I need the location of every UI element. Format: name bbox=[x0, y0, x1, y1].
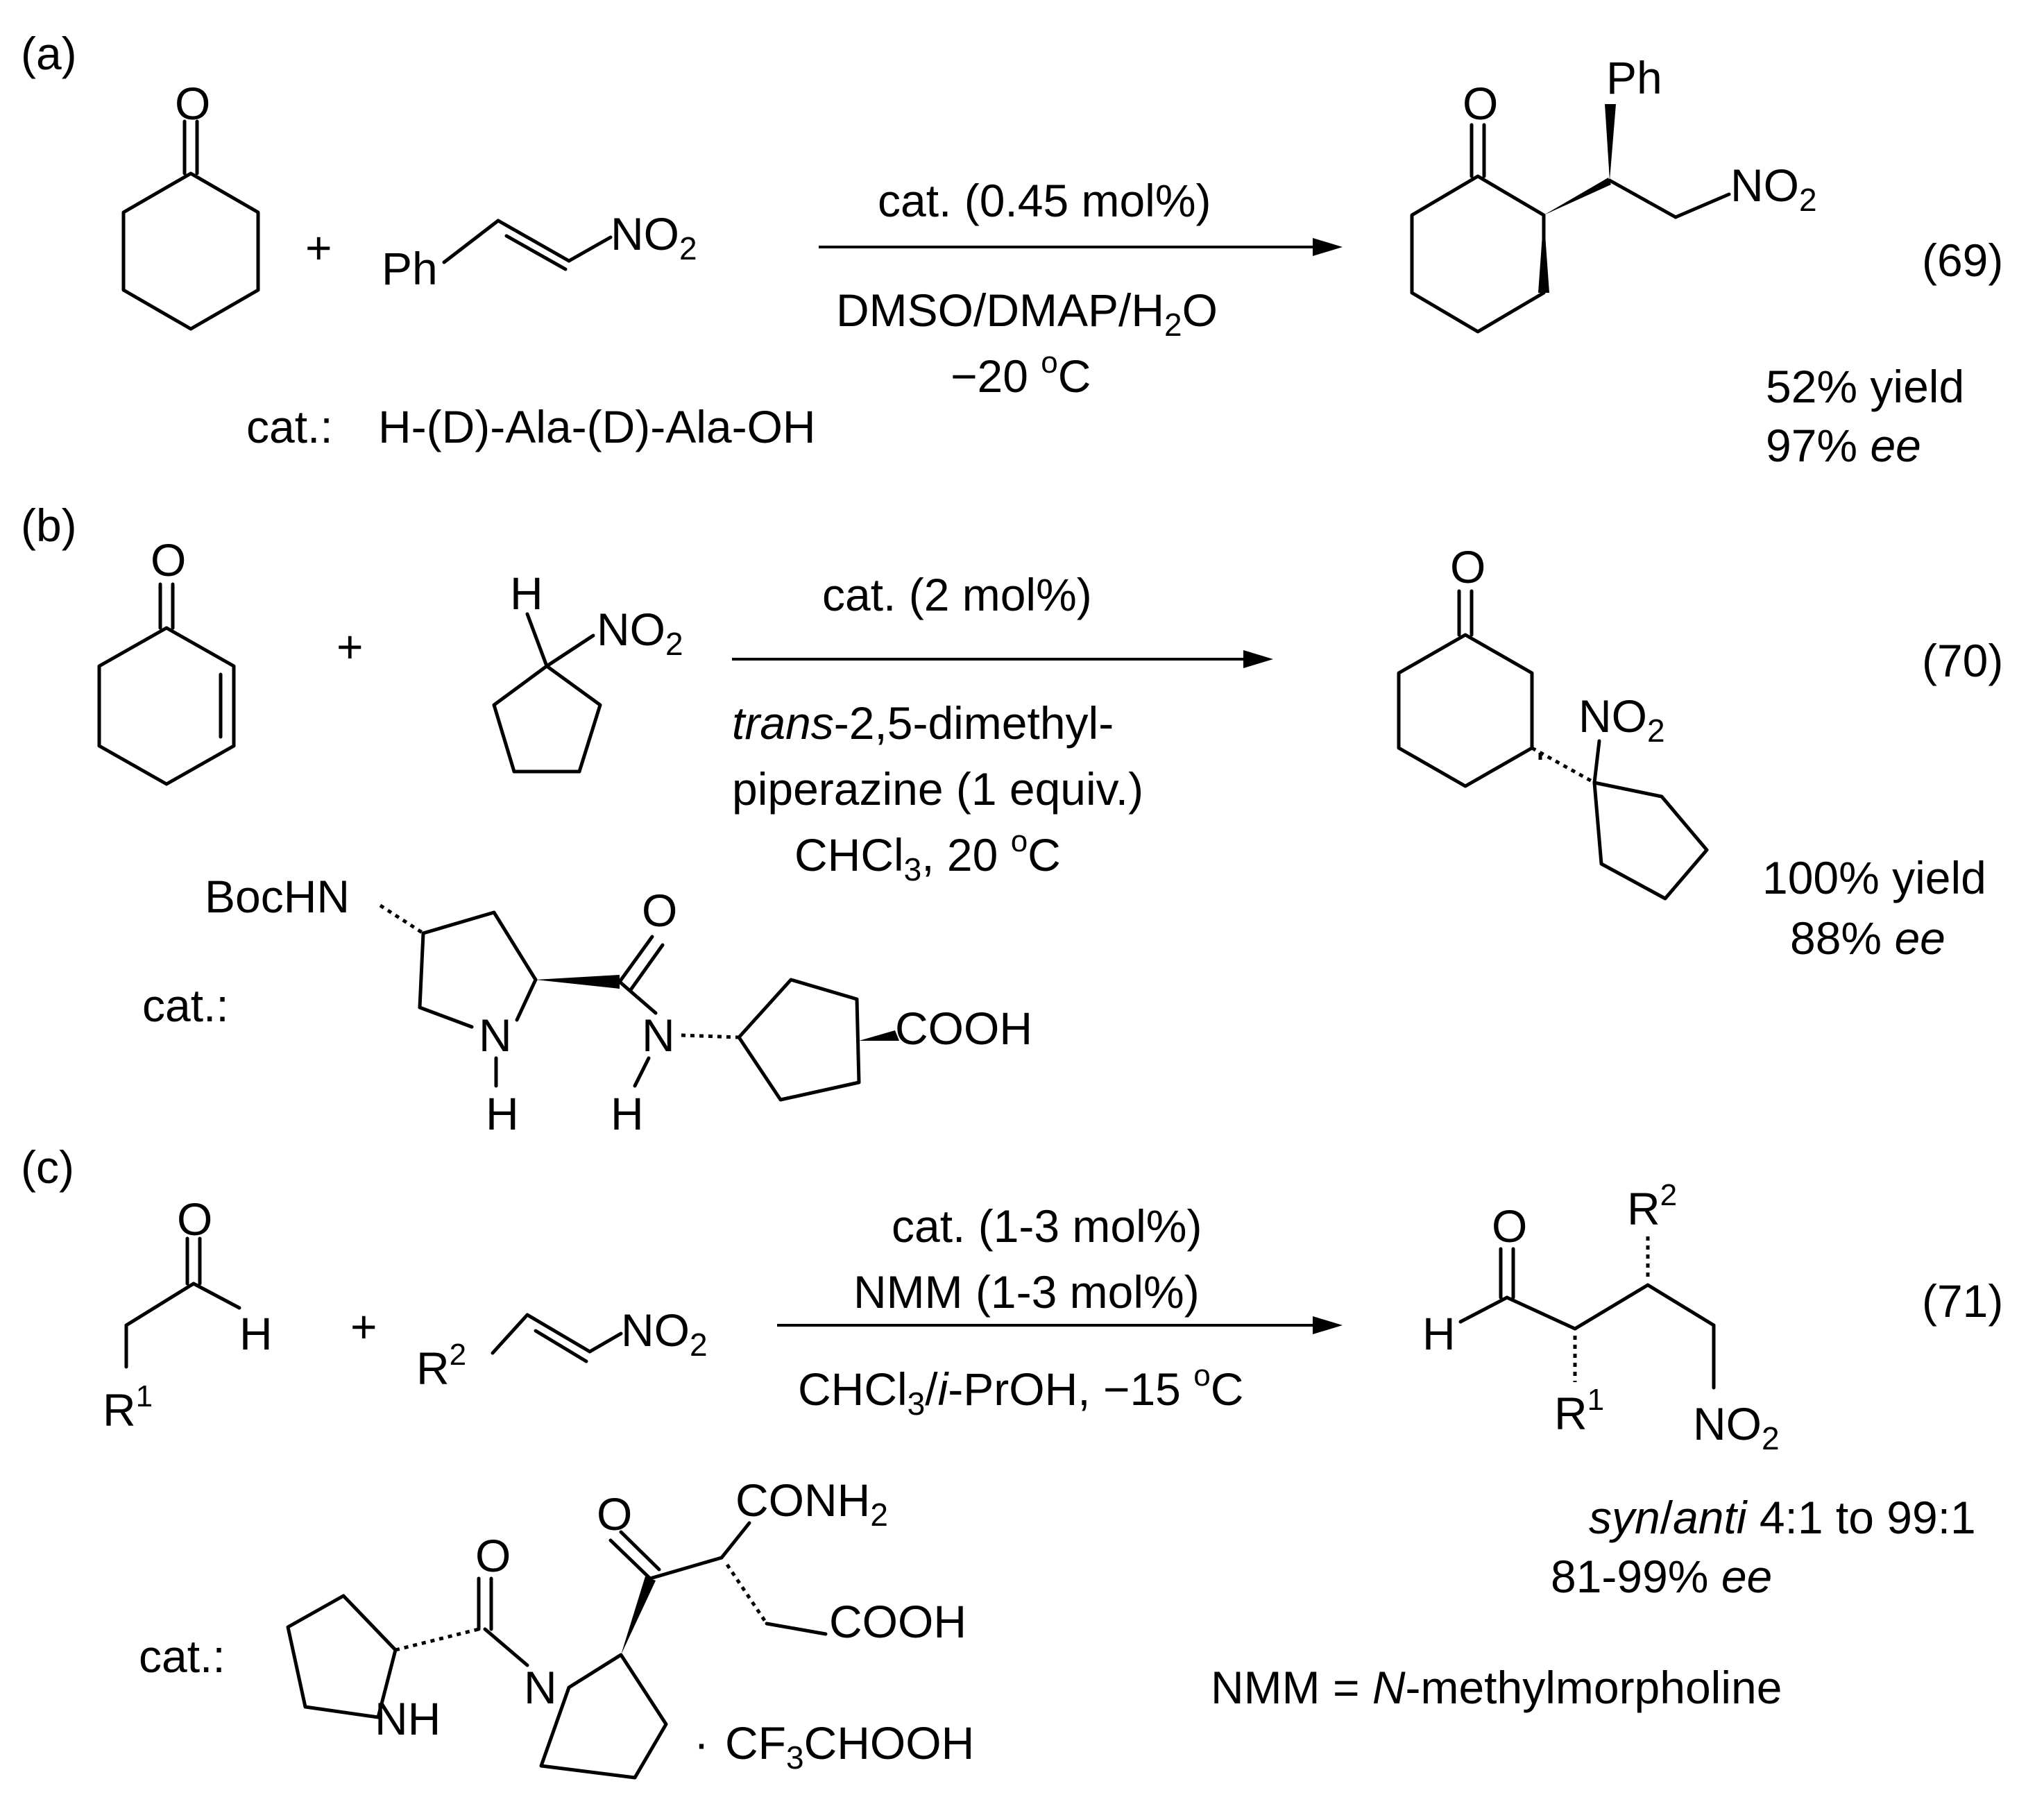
aldehyde-r1: O H R1 bbox=[103, 1193, 273, 1436]
nitro-group: NO2 bbox=[1730, 160, 1817, 218]
amide-oxygen: O bbox=[642, 885, 677, 936]
panel-label-c: (c) bbox=[21, 1141, 74, 1193]
nitrocyclopentane: H NO2 bbox=[492, 568, 683, 774]
atom-o: O bbox=[175, 78, 210, 129]
salt-dot: · bbox=[694, 1717, 709, 1769]
conditions-above-a: cat. (0.45 mol%) bbox=[878, 175, 1211, 226]
arrowhead-c bbox=[1313, 1316, 1343, 1334]
cyclohexenone: O bbox=[97, 534, 236, 786]
conditions-below-a-1: DMSO/DMAP/H2O bbox=[836, 284, 1218, 343]
r2-label: R2 bbox=[416, 1338, 466, 1394]
atom-o: O bbox=[151, 534, 186, 586]
conditions-below-b-3: CHCl3, 20 oC bbox=[794, 824, 1061, 887]
proline-nitrogen: N bbox=[524, 1662, 557, 1713]
catalyst-label-b: cat.: bbox=[142, 980, 229, 1031]
nitrostyrene: Ph NO2 bbox=[382, 208, 697, 294]
yield-a: 52% yield bbox=[1766, 361, 1964, 412]
conditions-above-b: cat. (2 mol%) bbox=[822, 569, 1092, 620]
conditions-below-b-1: trans-2,5-dimethyl- bbox=[732, 697, 1114, 749]
atom-o: O bbox=[1463, 78, 1498, 129]
ee-b: 88% ee bbox=[1790, 912, 1945, 964]
atom-ph: Ph bbox=[382, 243, 438, 294]
product-c: O H R1 R2 NO2 bbox=[1422, 1178, 1780, 1456]
arrowhead-b bbox=[1243, 650, 1273, 668]
yield-b: 100% yield bbox=[1762, 852, 1986, 903]
nmm-definition: NMM = N-methylmorpholine bbox=[1211, 1662, 1782, 1713]
ee-c: 81-99% ee bbox=[1551, 1551, 1772, 1602]
nitro-group: NO2 bbox=[1578, 690, 1665, 749]
panel-label-b: (b) bbox=[21, 500, 77, 551]
plus-sign: + bbox=[305, 222, 332, 273]
equation-number-71: (71) bbox=[1922, 1275, 2003, 1327]
atom-o: O bbox=[1492, 1200, 1527, 1252]
conditions-below-b-2: piperazine (1 equiv.) bbox=[732, 763, 1143, 815]
catalyst-label-c: cat.: bbox=[139, 1631, 225, 1682]
catalyst-name-a: H-(D)-Ala-(D)-Ala-OH bbox=[378, 401, 816, 452]
catalyst-label-a: cat.: bbox=[246, 401, 333, 452]
conditions-below-a-2: −20 oC bbox=[951, 346, 1091, 402]
nitroalkene-r2: R2 NO2 bbox=[416, 1304, 708, 1394]
aldehyde-h: H bbox=[1422, 1308, 1456, 1359]
equation-number-70: (70) bbox=[1922, 635, 2003, 686]
amide-oxygen: O bbox=[475, 1530, 511, 1581]
atom-o: O bbox=[177, 1193, 212, 1245]
ee-a: 97% ee bbox=[1766, 420, 1921, 471]
conh2-label: CONH2 bbox=[735, 1474, 888, 1533]
r1-label: R1 bbox=[1554, 1383, 1604, 1439]
aldehyde-h: H bbox=[239, 1308, 273, 1359]
catalyst-structure-b: BocHN N H O N H COOH bbox=[205, 871, 1032, 1139]
panel-label-a: (a) bbox=[21, 28, 77, 79]
catalyst-structure-c: NH O N O CONH2 COOH · CF3CHOOH bbox=[286, 1474, 974, 1780]
product-a: O Ph NO2 bbox=[1410, 52, 1817, 334]
amide-hydrogen: H bbox=[611, 1088, 644, 1139]
equation-number-69: (69) bbox=[1922, 235, 2003, 286]
nitro-group: NO2 bbox=[1693, 1398, 1780, 1456]
atom-o: O bbox=[1450, 541, 1485, 593]
cyclohexanone-a: O bbox=[121, 78, 260, 331]
ring-nitrogen: N bbox=[479, 1010, 512, 1061]
boc-amine-label: BocHN bbox=[205, 871, 350, 922]
atom-h: H bbox=[510, 568, 543, 619]
plus-sign: + bbox=[350, 1301, 377, 1352]
r1-label: R1 bbox=[103, 1379, 153, 1436]
atom-ph: Ph bbox=[1606, 52, 1662, 103]
conditions-above-c-1: cat. (1-3 mol%) bbox=[892, 1200, 1202, 1252]
amide-nitrogen: N bbox=[642, 1010, 675, 1061]
tfa-label: CF3CHOOH bbox=[725, 1717, 974, 1776]
pyrrolidine-nh: NH bbox=[375, 1693, 441, 1744]
ring-nh-hydrogen: H bbox=[486, 1088, 519, 1139]
diastereomer-ratio: syn/anti 4:1 to 99:1 bbox=[1589, 1492, 1976, 1543]
cooh-label: COOH bbox=[829, 1596, 966, 1647]
plus-sign: + bbox=[337, 621, 364, 672]
conditions-below-c: CHCl3/i-PrOH, −15 oC bbox=[798, 1359, 1243, 1422]
nitro-group: NO2 bbox=[611, 208, 697, 266]
r2-label: R2 bbox=[1627, 1178, 1677, 1234]
product-b: O NO2 bbox=[1397, 541, 1709, 901]
nitro-group: NO2 bbox=[597, 604, 683, 662]
cooh-label: COOH bbox=[895, 1003, 1032, 1054]
conditions-above-c-2: NMM (1-3 mol%) bbox=[853, 1266, 1200, 1318]
arrowhead-a bbox=[1313, 238, 1343, 256]
ketone-oxygen: O bbox=[597, 1488, 632, 1540]
nitro-group: NO2 bbox=[621, 1304, 708, 1363]
